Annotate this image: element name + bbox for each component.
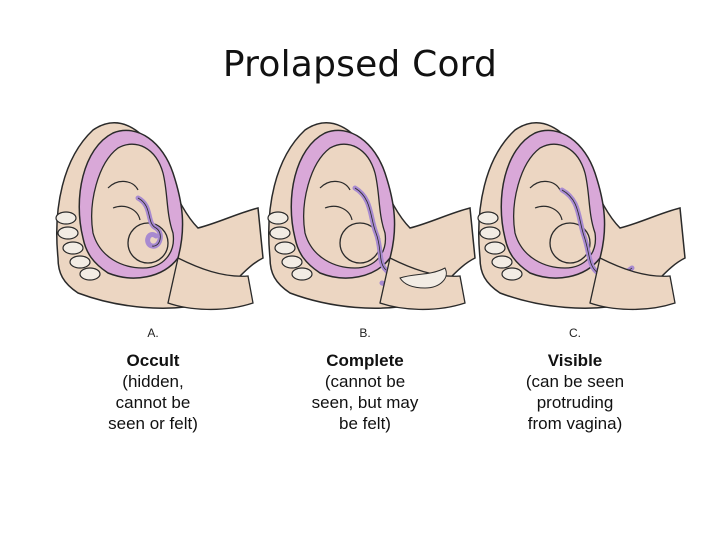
caption-occult: Occult (hidden, cannot be seen or felt) [38,350,268,434]
page-title: Prolapsed Cord [0,44,720,85]
illustration-occult [38,118,268,323]
caption-complete: Complete (cannot be seen, but may be fel… [250,350,480,434]
panel-letter-c: C. [460,326,690,340]
caption-visible: Visible (can be seen protruding from vag… [460,350,690,434]
caption-title: Occult [38,350,268,371]
panel-occult: A. Occult (hidden, cannot be seen or fel… [38,118,268,448]
caption-title: Visible [460,350,690,371]
illustration-visible [460,118,690,323]
panel-letter-a: A. [38,326,268,340]
illustration-complete [250,118,480,323]
caption-description: (hidden, cannot be seen or felt) [38,371,268,434]
caption-description: (can be seen protruding from vagina) [460,371,690,434]
panel-letter-b: B. [250,326,480,340]
panel-visible: C. Visible (can be seen protruding from … [460,118,690,448]
panel-complete: B. Complete (cannot be seen, but may be … [250,118,480,448]
caption-title: Complete [250,350,480,371]
caption-description: (cannot be seen, but may be felt) [250,371,480,434]
